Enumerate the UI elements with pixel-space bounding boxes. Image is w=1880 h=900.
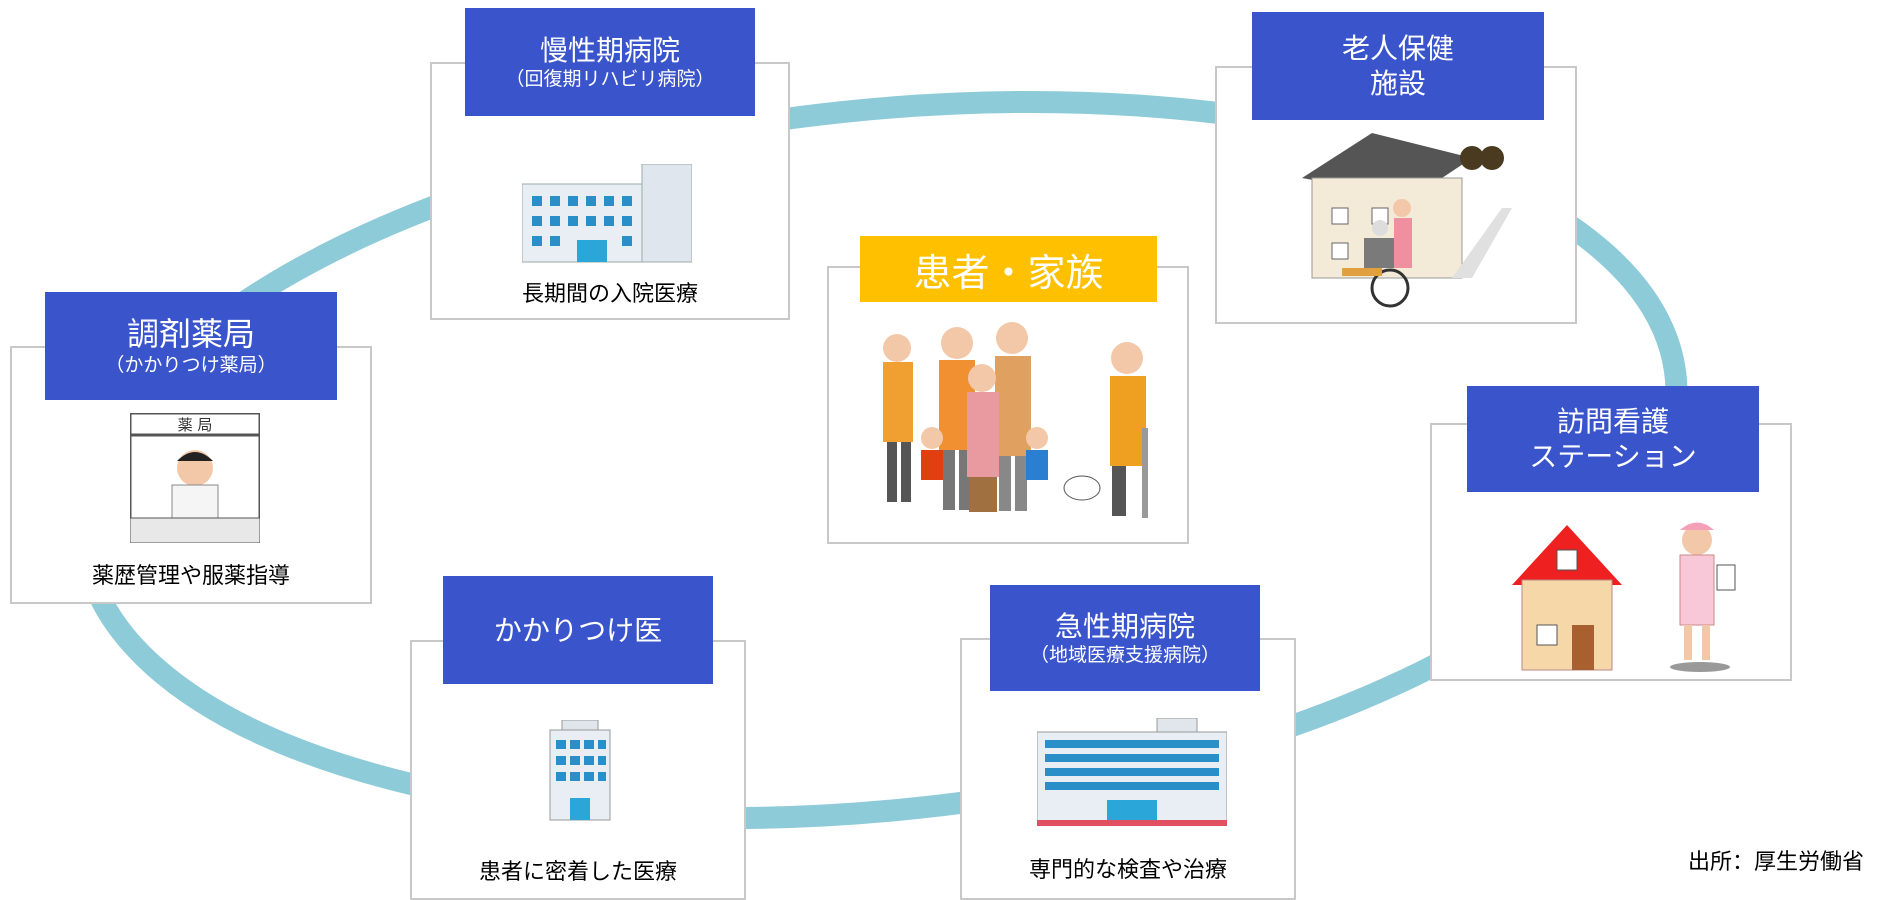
family-icon: [857, 318, 1167, 532]
patient-family-label: 患者・家族: [860, 236, 1157, 302]
source-note: 出所：厚生労働省: [1687, 850, 1864, 875]
care-facility-icon: [1302, 128, 1512, 312]
clinic-building-icon: [540, 719, 620, 826]
pharmacy-title: 調剤薬局: [126, 315, 255, 354]
pharmacy-desc: 薬歴管理や服薬指導: [91, 564, 290, 589]
acute-hospital-desc: 専門的な検査や治療: [1028, 858, 1227, 883]
chronic-hospital-label: 慢性期病院 （回復期リハビリ病院）: [465, 8, 755, 116]
visiting-nurse-title-line1: 訪問看護: [1556, 405, 1669, 438]
chronic-hospital-title: 慢性期病院: [539, 33, 680, 67]
visiting-nurse-title-line2: ステーション: [1529, 440, 1697, 473]
elderly-care-title-line1: 老人保健: [1341, 32, 1454, 65]
pharmacy-label: 調剤薬局 （かかりつけ薬局）: [45, 292, 337, 400]
hospital-building-icon: [521, 163, 693, 268]
patient-family-card: [827, 266, 1189, 544]
family-doctor-title: かかりつけ医: [493, 613, 663, 647]
acute-hospital-title: 急性期病院: [1054, 609, 1195, 643]
pharmacy-sign: 薬 局: [178, 416, 213, 434]
elderly-care-title-line2: 施設: [1369, 67, 1426, 100]
visiting-nurse-label: 訪問看護 ステーション: [1467, 386, 1759, 492]
pharmacy-subtitle: （かかりつけ薬局）: [105, 354, 277, 377]
acute-hospital-subtitle: （地域医療支援病院）: [1029, 643, 1220, 666]
large-hospital-icon: [1036, 717, 1228, 832]
elderly-care-facility-label: 老人保健 施設: [1252, 12, 1544, 120]
chronic-hospital-desc: 長期間の入院医療: [521, 282, 698, 307]
nurse-house-icon: [1512, 515, 1742, 679]
pharmacist-icon: 薬 局: [128, 411, 262, 547]
family-doctor-label: かかりつけ医: [443, 576, 713, 684]
chronic-hospital-subtitle: （回復期リハビリ病院）: [505, 67, 715, 90]
acute-hospital-label: 急性期病院 （地域医療支援病院）: [990, 585, 1260, 691]
family-doctor-desc: 患者に密着した医療: [478, 860, 677, 885]
